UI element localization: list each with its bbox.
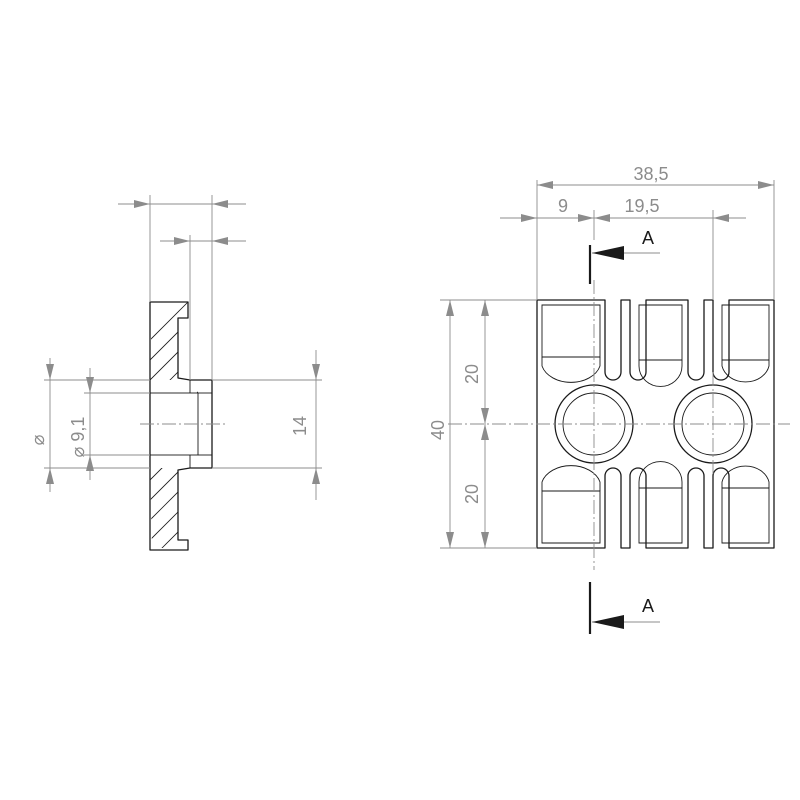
upper-flange-outline <box>149 301 213 551</box>
front-outline <box>536 299 775 549</box>
pocket-bottom-left <box>541 490 601 544</box>
section-label-top: A <box>642 228 654 248</box>
flange-diameter-label: ⌀ <box>28 434 48 445</box>
section-label-bottom: A <box>642 596 654 616</box>
overall-width-label: 38,5 <box>633 164 668 184</box>
total-height-label: 40 <box>428 420 448 440</box>
upper-half-label: 20 <box>462 364 482 384</box>
side-section-view: ⌀ ⌀ 9,1 14 <box>28 195 322 551</box>
front-view: 38,5 9 19,5 40 20 20 A A <box>428 164 790 634</box>
bore-diameter-label: ⌀ 9,1 <box>68 417 88 458</box>
left-offset-label: 9 <box>558 196 568 216</box>
pocket-top-left <box>541 304 601 358</box>
hole-spacing-label: 19,5 <box>624 196 659 216</box>
boss-height-label: 14 <box>290 416 310 436</box>
lower-half-label: 20 <box>462 484 482 504</box>
